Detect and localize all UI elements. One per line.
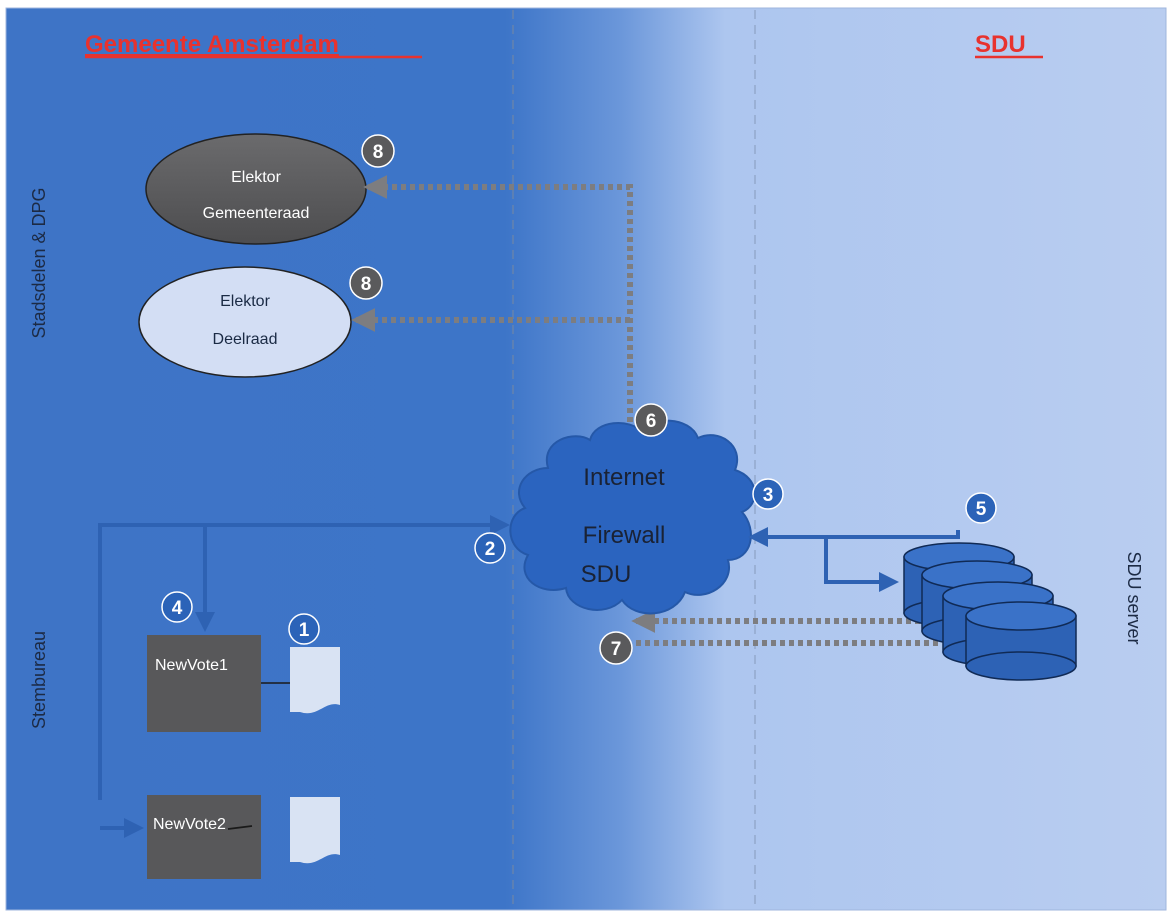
header-gemeente-amsterdam: Gemeente Amsterdam [85,31,339,58]
step-badge-8-deelraad: 8 [349,266,383,300]
svg-text:8: 8 [373,142,384,163]
svg-text:7: 7 [611,639,622,660]
step-badge-6: 6 [634,403,668,437]
database-cylinder-4 [965,601,1077,681]
label-stembureau: Stembureau [29,631,49,729]
step-badge-4: 4 [161,591,193,623]
ellipse-label-line1: Elektor [220,293,270,310]
step-badge-5: 5 [965,492,997,524]
newvote2-label: NewVote2 [153,816,226,833]
cloud-label-firewall: Firewall [583,522,666,549]
svg-text:3: 3 [763,485,774,506]
cloud-label-sdu: SDU [581,561,632,588]
step-badge-1: 1 [288,613,320,645]
newvote1-label: NewVote1 [155,657,228,674]
gray-flow-arrows [351,175,938,646]
arrow-to-server [824,537,899,592]
document-icon [290,647,340,714]
elektor-gemeenteraad-node: Elektor Gemeenteraad [145,133,367,245]
document-icon [290,797,340,864]
ellipse-label-line2: Deelraad [213,331,278,348]
ellipse-label-line1: Elektor [231,169,281,186]
label-stadsdelen-dpg: Stadsdelen & DPG [29,187,49,338]
svg-text:2: 2 [485,539,496,560]
ellipse-label-line2: Gemeenteraad [203,205,310,222]
step-badge-7: 7 [599,631,633,665]
svg-text:1: 1 [299,620,310,641]
step-badge-8-gemeenteraad: 8 [361,134,395,168]
svg-text:8: 8 [361,274,372,295]
sdu-server-database [903,542,1077,681]
svg-text:4: 4 [172,598,183,619]
arrow-stembureau-to-cloud [98,515,510,800]
elektor-deelraad-node: Elektor Deelraad [138,266,352,378]
arrow-server-to-cloud-blue [748,527,960,547]
cloud-label-internet: Internet [583,464,665,491]
newvote2-box: NewVote2 [147,795,261,879]
svg-text:5: 5 [976,499,987,520]
newvote1-box: NewVote1 [147,635,292,732]
label-sdu-server: SDU server [1124,551,1144,644]
step-badge-2: 2 [474,532,506,564]
svg-text:6: 6 [646,411,657,432]
blue-flow-arrows [98,515,960,838]
step-badge-3: 3 [752,478,784,510]
arrow-to-gemeenteraad [363,175,633,440]
header-sdu: SDU [975,31,1026,58]
internet-firewall-cloud: Internet Firewall SDU [509,419,756,615]
